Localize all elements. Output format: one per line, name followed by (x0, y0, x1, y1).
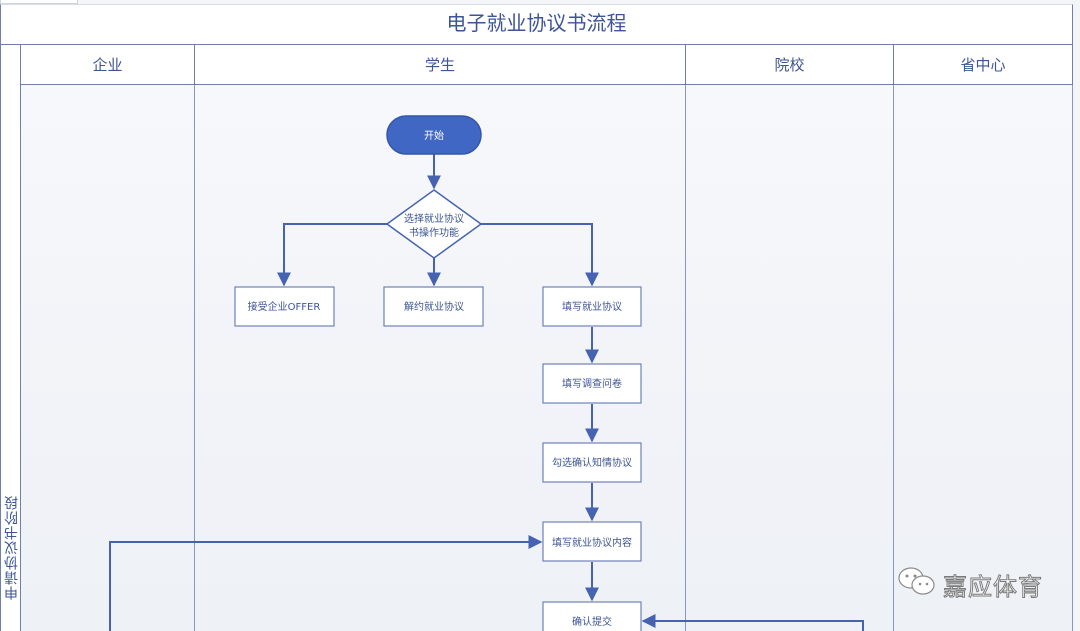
node-check-consent: 勾选确认知情协议 (542, 442, 642, 483)
node-fill-content: 填写就业协议内容 (542, 521, 642, 562)
node-fill-agreement-label: 填写就业协议 (562, 300, 622, 313)
node-confirm-submit-label: 确认提交 (572, 615, 612, 628)
watermark-text: 嘉应体育 (943, 572, 1043, 601)
edge-loop-to-content (109, 535, 543, 631)
node-accept-offer-label: 接受企业OFFER (248, 300, 321, 313)
node-confirm-submit: 确认提交 (542, 601, 642, 631)
edge-decision-accept (277, 223, 388, 287)
node-terminate-label: 解约就业协议 (404, 300, 464, 313)
edge-decision-fill (480, 223, 599, 287)
node-decision: 选择就业协议 书操作功能 (385, 189, 483, 259)
node-start: 开始 (386, 115, 482, 155)
lane-province (894, 85, 1073, 631)
node-decision-label-1: 选择就业协议 (404, 212, 464, 225)
lane-school (686, 85, 894, 631)
node-fill-survey-label: 填写调查问卷 (562, 377, 622, 390)
node-accept-offer: 接受企业OFFER (234, 286, 335, 327)
node-decision-label-2: 书操作功能 (409, 226, 459, 239)
lane-header-enterprise: 企业 (21, 45, 195, 85)
page-title: 电子就业协议书流程 (446, 11, 627, 35)
lane-header-province: 省中心 (894, 45, 1073, 85)
node-start-label: 开始 (424, 129, 444, 142)
watermark: 嘉应体育 (897, 566, 1043, 602)
node-fill-agreement: 填写就业协议 (542, 286, 642, 327)
title-bar: 电子就业协议书流程 (0, 4, 1073, 45)
node-check-consent-label: 勾选确认知情协议 (552, 456, 632, 469)
lane-header-student: 学生 (195, 45, 686, 85)
lane-header-school: 院校 (686, 45, 894, 85)
edge-return-to-submit (641, 614, 864, 631)
lane-enterprise (21, 85, 195, 631)
wechat-icon (897, 566, 937, 602)
node-fill-survey: 填写调查问卷 (542, 363, 642, 404)
node-terminate: 解约就业协议 (383, 286, 484, 327)
node-fill-content-label: 填写就业协议内容 (552, 536, 632, 549)
stage-column: 申请协议书阶段 (0, 45, 21, 631)
tab-stub (0, 0, 78, 4)
